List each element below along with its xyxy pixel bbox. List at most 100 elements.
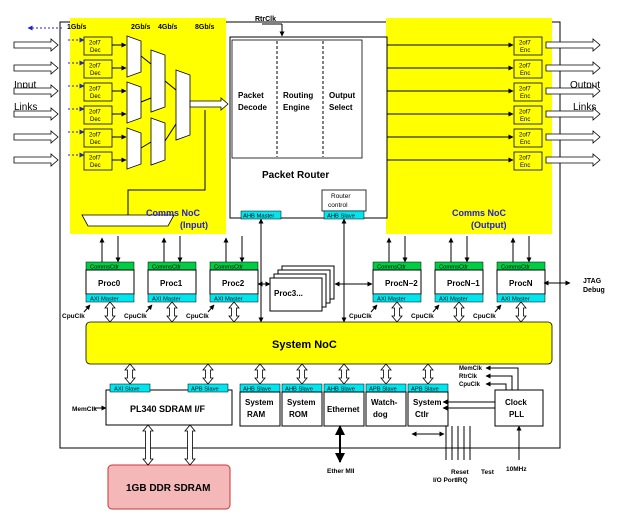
peripheral-port-label: AHB Slave [243,387,271,393]
decoder-box [83,82,113,102]
jtag-label-2: Debug [583,287,605,294]
decoder-label-top: 2of7 [89,156,101,162]
proc3-stack: Proc3... [269,265,335,312]
sdram-interface: AXI Slave APB Slave PL340 SDRAM I/F MemC… [72,383,233,426]
clock-pll-label-2: PLL [509,410,524,419]
output-links-label-2: Links [573,102,596,113]
decoder-label-bottom: Dec [90,48,101,54]
system-noc-label: System NoC [272,339,337,351]
processor-core [147,269,197,295]
cpuclk-wire [432,304,440,313]
comms-noc-input-title: Comms NoC [146,208,201,218]
pll-out-cpuclk: CpuClk [459,382,481,388]
mux-stage2-b [150,117,166,166]
encoder-label-top: 2of7 [519,64,531,70]
mux-wire [164,80,177,91]
processor-name: ProcN−2 [385,279,418,288]
axi-master-label: AXI Master [439,297,468,303]
cpuclk-wire [494,304,502,313]
encoder-label-top: 2of7 [519,41,531,47]
axi-master-label: AXI Master [214,297,243,303]
mux-stage2-a [150,49,166,113]
axi-master-label: AXI Master [152,297,181,303]
input-link-arrow [13,107,59,121]
ether-mii-label: Ether MII [327,468,355,475]
mux-wire [164,123,177,142]
sdram-apb-slave-label: APB Slave [191,387,219,393]
input-links-label-1: Input [14,80,36,91]
signal-reset: Reset [451,469,470,476]
cpuclk-label: CpuClk [62,313,85,320]
router-ahb-master-label: AHB Master [243,214,274,220]
peripheral-port-label: AHB Slave [285,387,313,393]
merged-input-arrow [189,97,229,111]
output-links-label-1: Output [570,80,600,91]
comms-ctlr-label: CommsCtlr [152,265,181,271]
encoder-label-top: 2of7 [519,156,531,162]
mux-stage1-b [126,81,142,124]
ddr-link-a [142,424,154,466]
cpuclk-label: CpuClk [473,313,496,320]
peripheral-box [407,391,449,427]
input-link-arrow [13,153,59,167]
jtag-label-1: JTAG [583,278,602,285]
comms-noc-output-subtitle: (Output) [471,220,506,230]
router-ahb-slave-label: AHB Slave [327,214,355,220]
proc-system-noc-link [228,301,240,323]
decoder-label-bottom: Dec [90,71,101,77]
decoder-label-top: 2of7 [89,133,101,139]
router-stage-decode-1: Packet [238,91,264,100]
comms-noc-input-subtitle: (Input) [180,220,208,230]
axi-master-label: AXI Master [501,297,530,303]
router-stage-decode-2: Decode [238,103,267,112]
processor-name: Proc1 [160,279,183,288]
processor-name: Proc0 [98,279,121,288]
peripheral-box [281,391,323,427]
signal-test: Test [481,469,495,476]
router-stage-routing-2: Engine [283,103,310,112]
encoder-box [513,59,543,79]
peripheral-noc-link [338,363,350,385]
cpuclk-wire [83,304,91,313]
proc-system-noc-link [453,301,465,323]
packet-router: RtrClk Packet Decode Routing Engine Outp… [229,16,388,220]
encoder-label-bottom: Enc [520,48,530,54]
decoder-label-bottom: Dec [90,94,101,100]
cpuclk-label: CpuClk [411,313,434,320]
sdram-apb-link [202,363,214,385]
router-stage-output-2: Select [329,103,353,112]
cpuclk-wire [145,304,153,313]
cpuclk-wire [370,304,378,313]
input-link-arrow [13,130,59,144]
decoder-label-bottom: Dec [90,163,101,169]
peripheral-box [239,391,281,427]
encoder-label-top: 2of7 [519,87,531,93]
peripheral-label-2: Ctlr [415,410,429,419]
decoder-box [83,128,113,148]
chip-boundary [59,21,561,449]
system-noc [85,321,553,365]
peripheral-box [323,391,365,427]
output-link-arrow [545,107,601,121]
mux-wire [140,141,152,149]
encoder-box [513,128,543,148]
mux-stage3 [175,69,191,141]
peripheral-label: Ethernet [327,405,360,414]
comms-ctlr-label: CommsCtlr [501,265,530,271]
encoder-label-bottom: Enc [520,94,530,100]
router-pipeline-box [231,39,363,159]
decoder-label-top: 2of7 [89,41,101,47]
speed-label-1g: 1Gb/s [67,24,87,31]
sdram-axi-link [124,363,136,385]
output-link-arrow [545,61,601,75]
proc-system-noc-link [391,301,403,323]
comms-noc-output-title: Comms NoC [452,208,507,218]
speed-labels: 1Gb/s 2Gb/s 4Gb/s 8Gb/s [27,24,215,31]
